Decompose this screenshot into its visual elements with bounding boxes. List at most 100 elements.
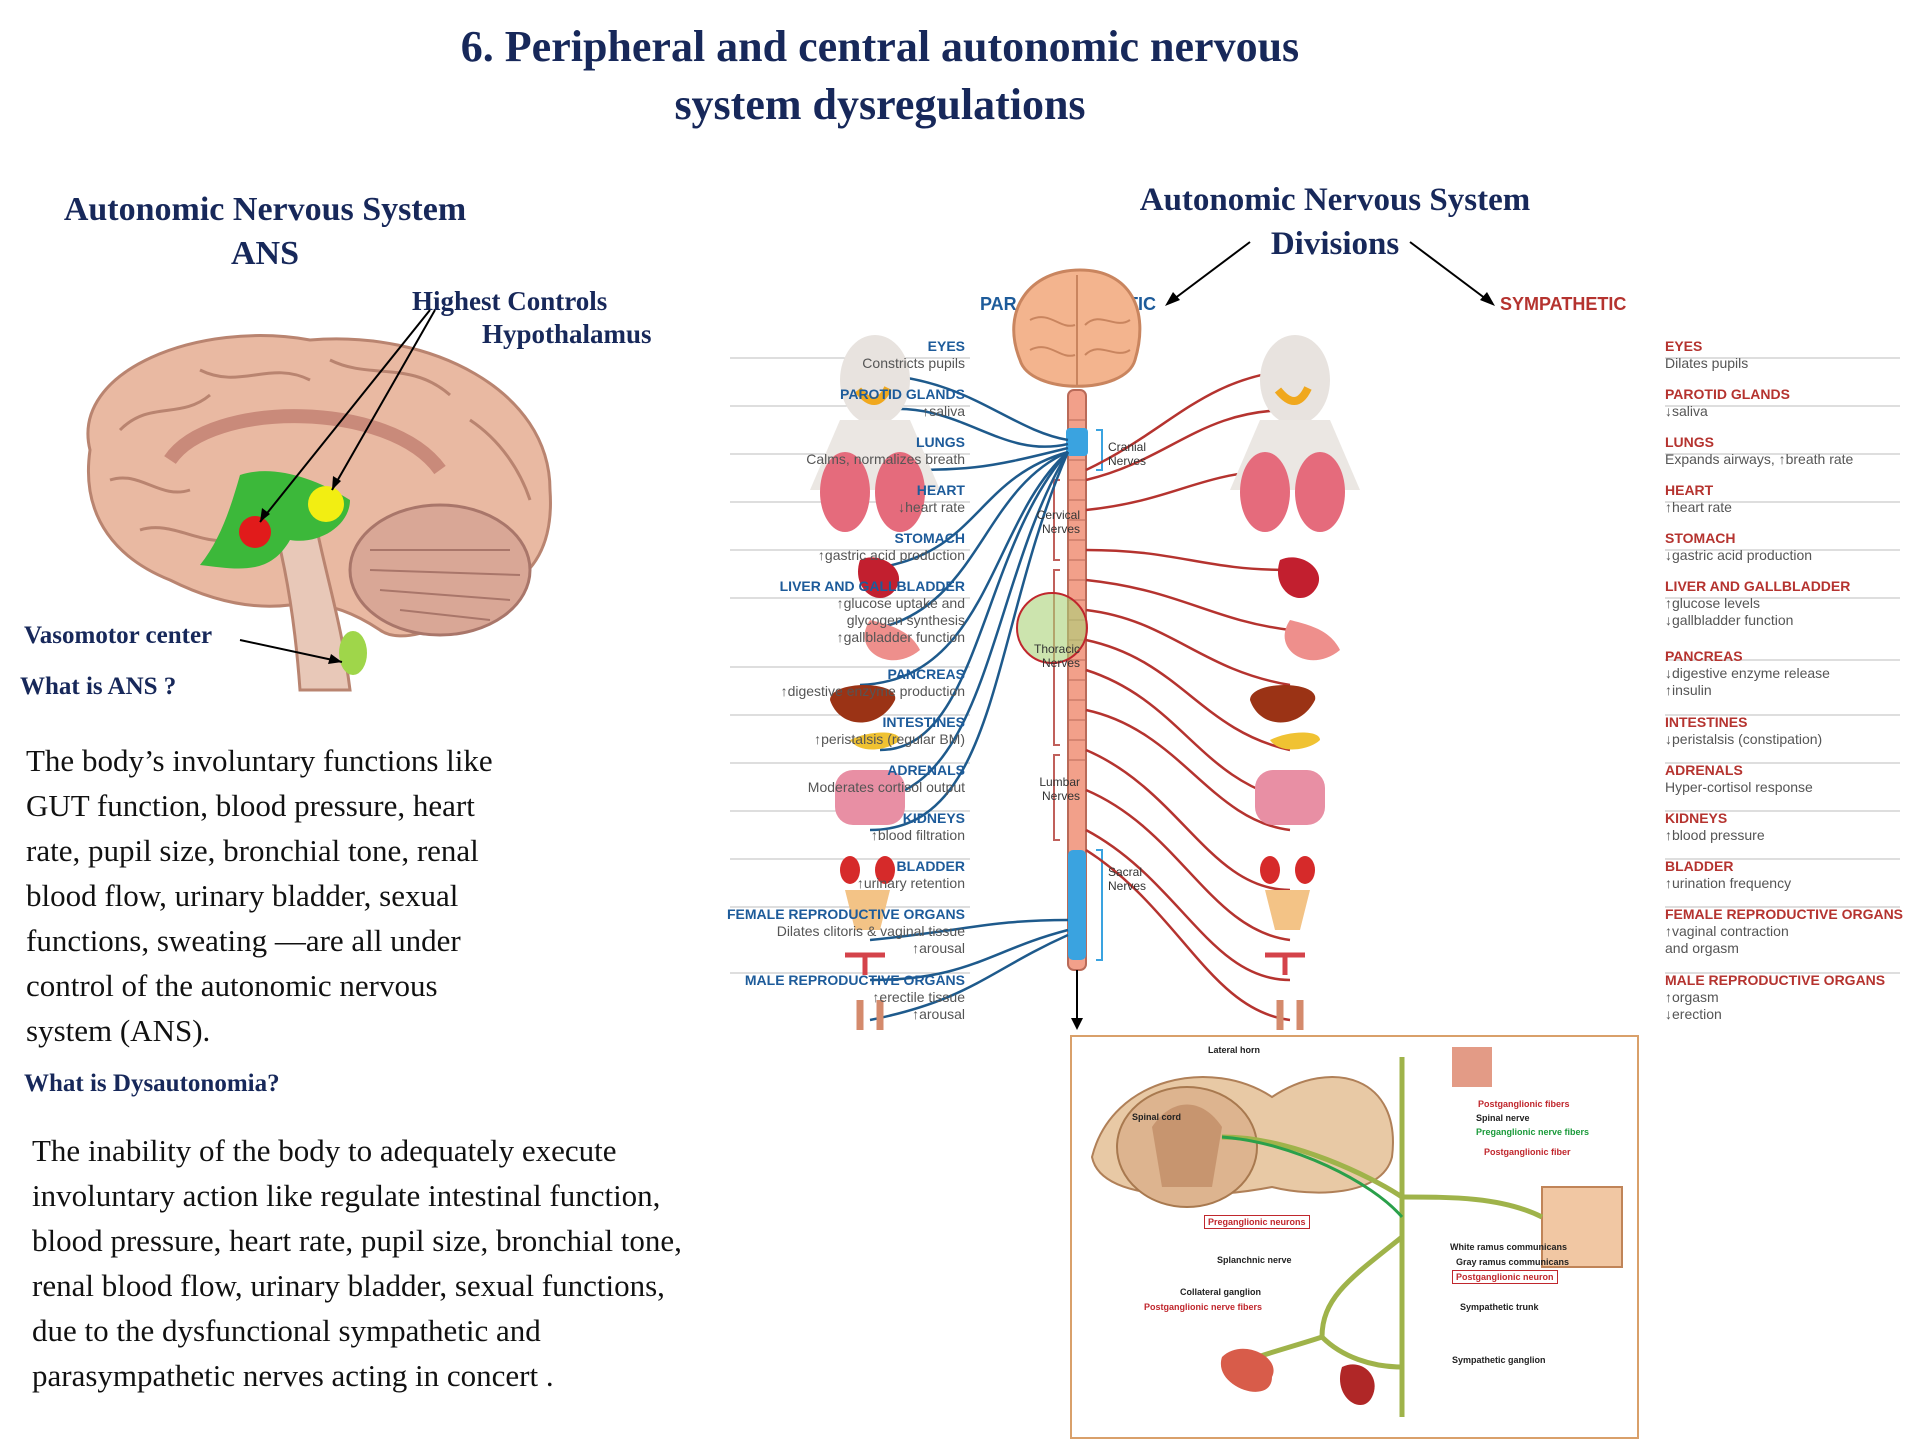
symp-organ-name: PAROTID GLANDS bbox=[1665, 386, 1790, 402]
preganglionic-neurons-label: Preganglionic neurons bbox=[1204, 1215, 1310, 1229]
divisions-heading-line-2: Divisions bbox=[1270, 226, 1400, 262]
para-organ-name: STOMACH bbox=[894, 530, 965, 546]
sympathetic-pathway-inset: Lateral horn Spinal cord Postganglionic … bbox=[1070, 1035, 1639, 1439]
spinal-nerve-label: Spinal nerve bbox=[1476, 1113, 1530, 1123]
sympathetic-ganglion-label: Sympathetic ganglion bbox=[1452, 1355, 1546, 1365]
ans-heading: Autonomic Nervous System ANS bbox=[30, 188, 500, 276]
symp-organ-name: FEMALE REPRODUCTIVE ORGANS bbox=[1665, 906, 1904, 922]
dysautonomia-definition-text: The inability of the body to adequately … bbox=[32, 1133, 682, 1393]
para-organ-eyes: EYES Constricts pupils bbox=[725, 338, 965, 372]
title-line-2: system dysregulations bbox=[674, 80, 1086, 129]
symp-organ-name: EYES bbox=[1665, 338, 1703, 354]
ans-heading-line-2: ANS bbox=[230, 235, 300, 272]
para-organ-desc: ↑peristalsis (regular BM) bbox=[814, 731, 965, 747]
para-organ-desc: ↑blood filtration bbox=[870, 827, 965, 843]
spinal-pathway-illustration bbox=[1090, 1047, 1623, 1417]
para-organ-desc: ↑saliva bbox=[922, 403, 965, 419]
symp-organ-desc: ↑orgasm ↓erection bbox=[1665, 989, 1722, 1022]
para-organ-parotid: PAROTID GLANDS ↑saliva bbox=[725, 386, 965, 420]
what-is-ans-question: What is ANS ? bbox=[20, 673, 177, 700]
cranial-nerves-label: Cranial Nerves bbox=[1108, 440, 1147, 468]
page-title: 6. Peripheral and central autonomic nerv… bbox=[300, 18, 1460, 134]
symp-organ-desc: ↑vaginal contraction and orgasm bbox=[1665, 923, 1789, 956]
para-organ-desc: ↑glucose uptake and glycogen synthesis ↑… bbox=[836, 595, 965, 645]
what-is-dysautonomia-question: What is Dysautonomia? bbox=[24, 1070, 280, 1097]
symp-organ-name: PANCREAS bbox=[1665, 648, 1743, 664]
para-organ-name: ADRENALS bbox=[887, 762, 965, 778]
lumbar-nerves-label: Lumbar Nerves bbox=[1039, 775, 1080, 803]
divisions-heading: Autonomic Nervous System Divisions bbox=[1080, 178, 1590, 266]
symp-organ-male-reproductive: MALE REPRODUCTIVE ORGANS ↑orgasm ↓erecti… bbox=[1665, 972, 1910, 1023]
para-organ-intestines: INTESTINES ↑peristalsis (regular BM) bbox=[725, 714, 965, 748]
para-organ-stomach: STOMACH ↑gastric acid production bbox=[725, 530, 965, 564]
symp-organ-liver: LIVER AND GALLBLADDER ↑glucose levels ↓g… bbox=[1665, 578, 1910, 629]
para-organ-name: PAROTID GLANDS bbox=[840, 386, 965, 402]
white-ramus-label: White ramus communicans bbox=[1450, 1242, 1568, 1252]
sympathetic-heading: SYMPATHETIC bbox=[1500, 294, 1627, 314]
para-organ-desc: ↑urinary retention bbox=[856, 875, 965, 891]
symp-organ-lungs: LUNGS Expands airways, ↑breath rate bbox=[1665, 434, 1910, 468]
symp-organ-desc: Hyper-cortisol response bbox=[1665, 779, 1813, 795]
symp-organ-eyes: EYES Dilates pupils bbox=[1665, 338, 1910, 372]
vasomotor-label: Vasomotor center bbox=[24, 622, 213, 649]
para-organ-desc: ↑digestive enzyme production bbox=[780, 683, 965, 699]
symp-organ-female-reproductive: FEMALE REPRODUCTIVE ORGANS ↑vaginal cont… bbox=[1665, 906, 1910, 957]
sympathetic-trunk-label: Sympathetic trunk bbox=[1460, 1302, 1539, 1312]
para-organ-heart: HEART ↓heart rate bbox=[725, 482, 965, 516]
postganglionic-fiber-label: Postganglionic fiber bbox=[1484, 1147, 1571, 1157]
gray-ramus-label: Gray ramus communicans bbox=[1456, 1257, 1570, 1267]
symp-organ-pancreas: PANCREAS ↓digestive enzyme release ↑insu… bbox=[1665, 648, 1910, 699]
ans-divisions-diagram bbox=[730, 241, 1900, 1030]
divisions-heading-line-1: Autonomic Nervous System bbox=[1139, 182, 1531, 218]
para-organ-desc: Moderates cortisol output bbox=[807, 779, 965, 795]
brain-illustration bbox=[86, 309, 552, 692]
para-organ-name: PANCREAS bbox=[887, 666, 965, 682]
para-organ-liver: LIVER AND GALLBLADDER ↑glucose uptake an… bbox=[725, 578, 965, 646]
lateral-horn-label: Lateral horn bbox=[1208, 1045, 1261, 1055]
symp-organ-desc: ↑urination frequency bbox=[1665, 875, 1792, 891]
hypothalamus-label: Hypothalamus bbox=[482, 319, 652, 349]
symp-organ-name: KIDNEYS bbox=[1665, 810, 1728, 826]
para-organ-desc: ↑gastric acid production bbox=[817, 547, 965, 563]
para-organ-name: HEART bbox=[916, 482, 965, 498]
para-organ-adrenals: ADRENALS Moderates cortisol output bbox=[725, 762, 965, 796]
para-organ-desc: Calms, normalizes breath bbox=[806, 451, 965, 467]
symp-organ-desc: Expands airways, ↑breath rate bbox=[1665, 451, 1854, 467]
para-organ-name: LIVER AND GALLBLADDER bbox=[779, 578, 965, 594]
ans-definition-text: The body’s involuntary functions like GU… bbox=[26, 743, 493, 1048]
para-organ-male-reproductive: MALE REPRODUCTIVE ORGANS ↑erectile tissu… bbox=[725, 972, 965, 1023]
symp-organ-stomach: STOMACH ↓gastric acid production bbox=[1665, 530, 1910, 564]
symp-organ-desc: ↑glucose levels ↓gallbladder function bbox=[1665, 595, 1794, 628]
postganglionic-neuron-label: Postganglionic neuron bbox=[1452, 1270, 1558, 1284]
symp-organ-desc: ↓saliva bbox=[1665, 403, 1708, 419]
symp-organ-desc: ↓peristalsis (constipation) bbox=[1665, 731, 1823, 747]
para-organ-name: INTESTINES bbox=[882, 714, 965, 730]
symp-organ-desc: ↑heart rate bbox=[1665, 499, 1732, 515]
para-organ-name: MALE REPRODUCTIVE ORGANS bbox=[744, 972, 965, 988]
symp-organ-heart: HEART ↑heart rate bbox=[1665, 482, 1910, 516]
symp-organ-name: INTESTINES bbox=[1665, 714, 1748, 730]
symp-organ-intestines: INTESTINES ↓peristalsis (constipation) bbox=[1665, 714, 1910, 748]
symp-organ-adrenals: ADRENALS Hyper-cortisol response bbox=[1665, 762, 1910, 796]
para-organ-name: LUNGS bbox=[916, 434, 965, 450]
symp-organ-name: MALE REPRODUCTIVE ORGANS bbox=[1665, 972, 1886, 988]
para-organ-name: BLADDER bbox=[896, 858, 965, 874]
para-organ-desc: Constricts pupils bbox=[862, 355, 965, 371]
title-line-1: 6. Peripheral and central autonomic nerv… bbox=[460, 22, 1300, 71]
symp-organ-name: LIVER AND GALLBLADDER bbox=[1665, 578, 1851, 594]
para-organ-name: EYES bbox=[927, 338, 965, 354]
postganglionic-nerve-fibers-label: Postganglionic nerve fibers bbox=[1144, 1302, 1263, 1312]
symp-organ-desc: ↓gastric acid production bbox=[1665, 547, 1813, 563]
symp-organ-bladder: BLADDER ↑urination frequency bbox=[1665, 858, 1910, 892]
para-organ-desc: ↓heart rate bbox=[898, 499, 965, 515]
spinal-cord-label: Spinal cord bbox=[1132, 1112, 1182, 1122]
para-organ-desc: Dilates clitoris & vaginal tissue ↑arous… bbox=[776, 923, 965, 956]
symp-organ-name: STOMACH bbox=[1665, 530, 1736, 546]
para-organ-female-reproductive: FEMALE REPRODUCTIVE ORGANS Dilates clito… bbox=[725, 906, 965, 957]
splanchnic-nerve-label: Splanchnic nerve bbox=[1217, 1255, 1292, 1265]
para-organ-desc: ↑erectile tissue ↑arousal bbox=[872, 989, 965, 1022]
symp-organ-name: ADRENALS bbox=[1665, 762, 1743, 778]
symp-organ-desc: ↓digestive enzyme release ↑insulin bbox=[1665, 665, 1830, 698]
para-organ-bladder: BLADDER ↑urinary retention bbox=[725, 858, 965, 892]
symp-organ-desc: ↑blood pressure bbox=[1665, 827, 1765, 843]
